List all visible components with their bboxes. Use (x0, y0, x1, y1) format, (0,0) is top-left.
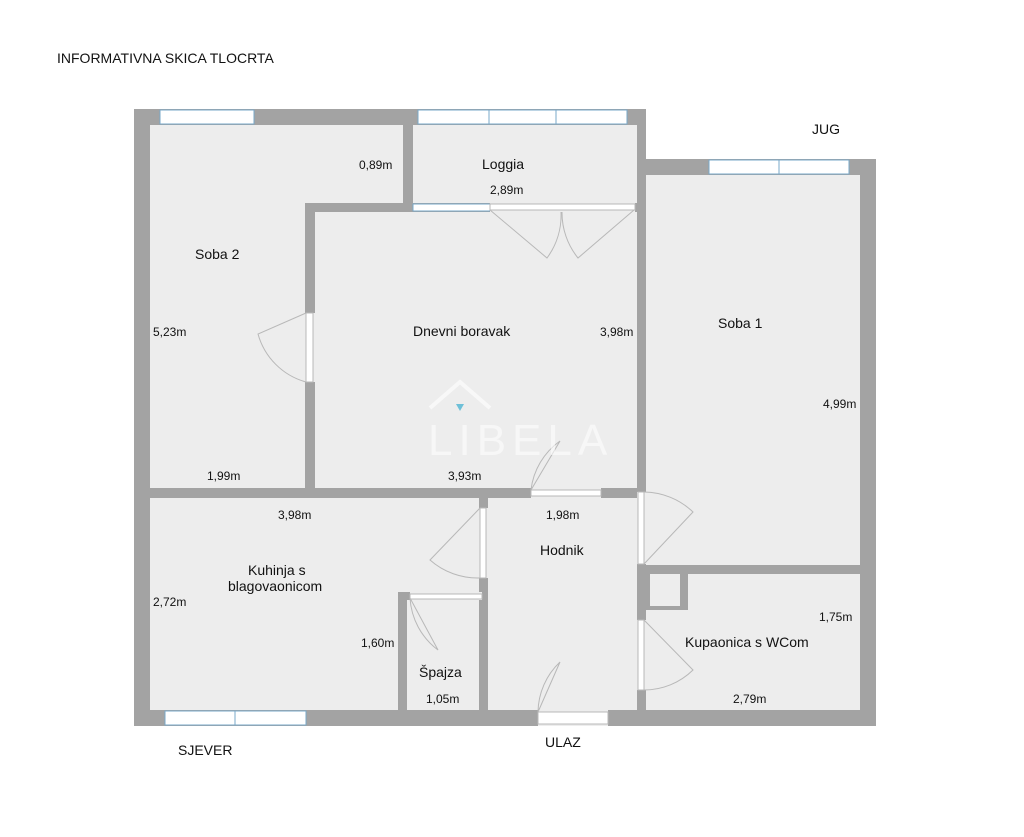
dim-dnevni-a: 3,98m (600, 325, 633, 339)
room-name-kuhinja-line2: blagovaonicom (228, 578, 322, 594)
floor-spajza (407, 600, 480, 710)
floor-soba-2-lower (150, 205, 305, 488)
floor-hodnik (488, 498, 637, 710)
dim-kuhinja-b: 2,72m (153, 595, 186, 609)
room-name-loggia: Loggia (482, 156, 524, 172)
orientation-south: JUG (812, 121, 840, 137)
watermark-text: LIBELA (428, 416, 613, 465)
floor-soba-2-upper (150, 125, 403, 205)
watermark-marker-icon (456, 404, 464, 411)
room-floors (150, 125, 860, 710)
dim-kuhinja-c: 1,60m (361, 636, 394, 650)
window-dnevni-loggia (412, 203, 491, 212)
dim-dnevni-b: 3,93m (448, 469, 481, 483)
room-name-spajza: Špajza (419, 664, 462, 680)
floor-loggia (413, 125, 637, 203)
dim-kupaonica-a: 1,75m (819, 610, 852, 624)
window-soba-2 (159, 109, 255, 125)
room-name-kuhinja-line1: Kuhinja s (248, 562, 306, 578)
plan-title: INFORMATIVNA SKICA TLOCRTA (57, 50, 274, 66)
windows (159, 109, 850, 726)
dim-spajza: 1,05m (426, 692, 459, 706)
window-loggia-2 (488, 109, 557, 125)
floor-soba-1 (646, 175, 860, 565)
floor-kupaonica-left (646, 610, 688, 710)
dim-soba-2-a: 0,89m (359, 158, 392, 172)
entrance-label: ULAZ (545, 734, 581, 750)
dim-loggia: 2,89m (490, 183, 523, 197)
floor-dnevni-boravak (315, 212, 637, 488)
dim-soba-2-b: 5,23m (153, 325, 186, 339)
room-name-dnevni-boravak: Dnevni boravak (413, 323, 511, 339)
room-name-hodnik: Hodnik (540, 542, 585, 558)
floor-kupaonica (688, 574, 860, 710)
window-loggia-3 (555, 109, 628, 125)
dim-soba-1: 4,99m (823, 397, 856, 411)
window-kuhinja-b (234, 710, 307, 726)
room-name-kupaonica: Kupaonica s WCom (685, 634, 809, 650)
window-soba-1-a (708, 159, 780, 175)
room-labels: Soba 2 0,89m 5,23m 1,99m Loggia 2,89m Dn… (153, 156, 856, 706)
dim-soba-2-c: 1,99m (207, 469, 240, 483)
dim-kuhinja-a: 3,98m (278, 508, 311, 522)
dim-kupaonica-b: 2,79m (733, 692, 766, 706)
dim-hodnik: 1,98m (546, 508, 579, 522)
orientation-north: SJEVER (178, 742, 232, 758)
window-loggia-1 (417, 109, 490, 125)
room-name-soba-1: Soba 1 (718, 315, 763, 331)
room-name-soba-2: Soba 2 (195, 246, 240, 262)
watermark: LIBELA (428, 379, 613, 465)
window-soba-1-b (778, 159, 850, 175)
doors (257, 203, 694, 726)
window-kuhinja-a (164, 710, 236, 726)
